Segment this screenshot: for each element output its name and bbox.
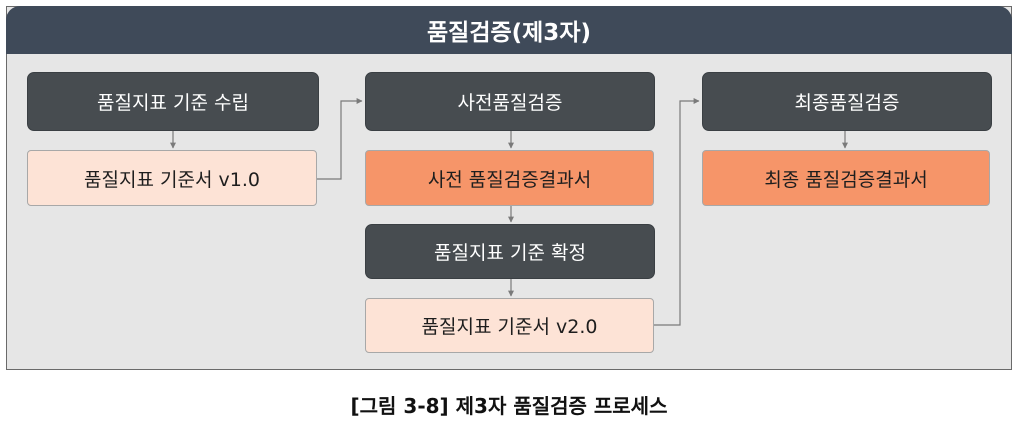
doc-quality-criteria-v2: 품질지표 기준서 v2.0 xyxy=(365,298,654,353)
step-final-quality-verification: 최종품질검증 xyxy=(702,72,992,131)
step-quality-criteria-confirm: 품질지표 기준 확정 xyxy=(365,224,655,279)
doc-pre-verification-result: 사전 품질검증결과서 xyxy=(365,150,654,206)
step-pre-quality-verification: 사전품질검증 xyxy=(365,72,655,131)
step-quality-criteria-establish: 품질지표 기준 수립 xyxy=(27,72,319,131)
arrow-doc-v2-to-final-verify xyxy=(654,98,700,326)
diagram-title: 품질검증(제3자) xyxy=(6,6,1012,54)
arrow-doc-v1-to-pre-verify xyxy=(317,98,363,180)
figure-caption: [그림 3-8] 제3자 품질검증 프로세스 xyxy=(350,394,668,418)
doc-quality-criteria-v1: 품질지표 기준서 v1.0 xyxy=(27,150,317,206)
doc-final-verification-result: 최종 품질검증결과서 xyxy=(702,150,990,206)
